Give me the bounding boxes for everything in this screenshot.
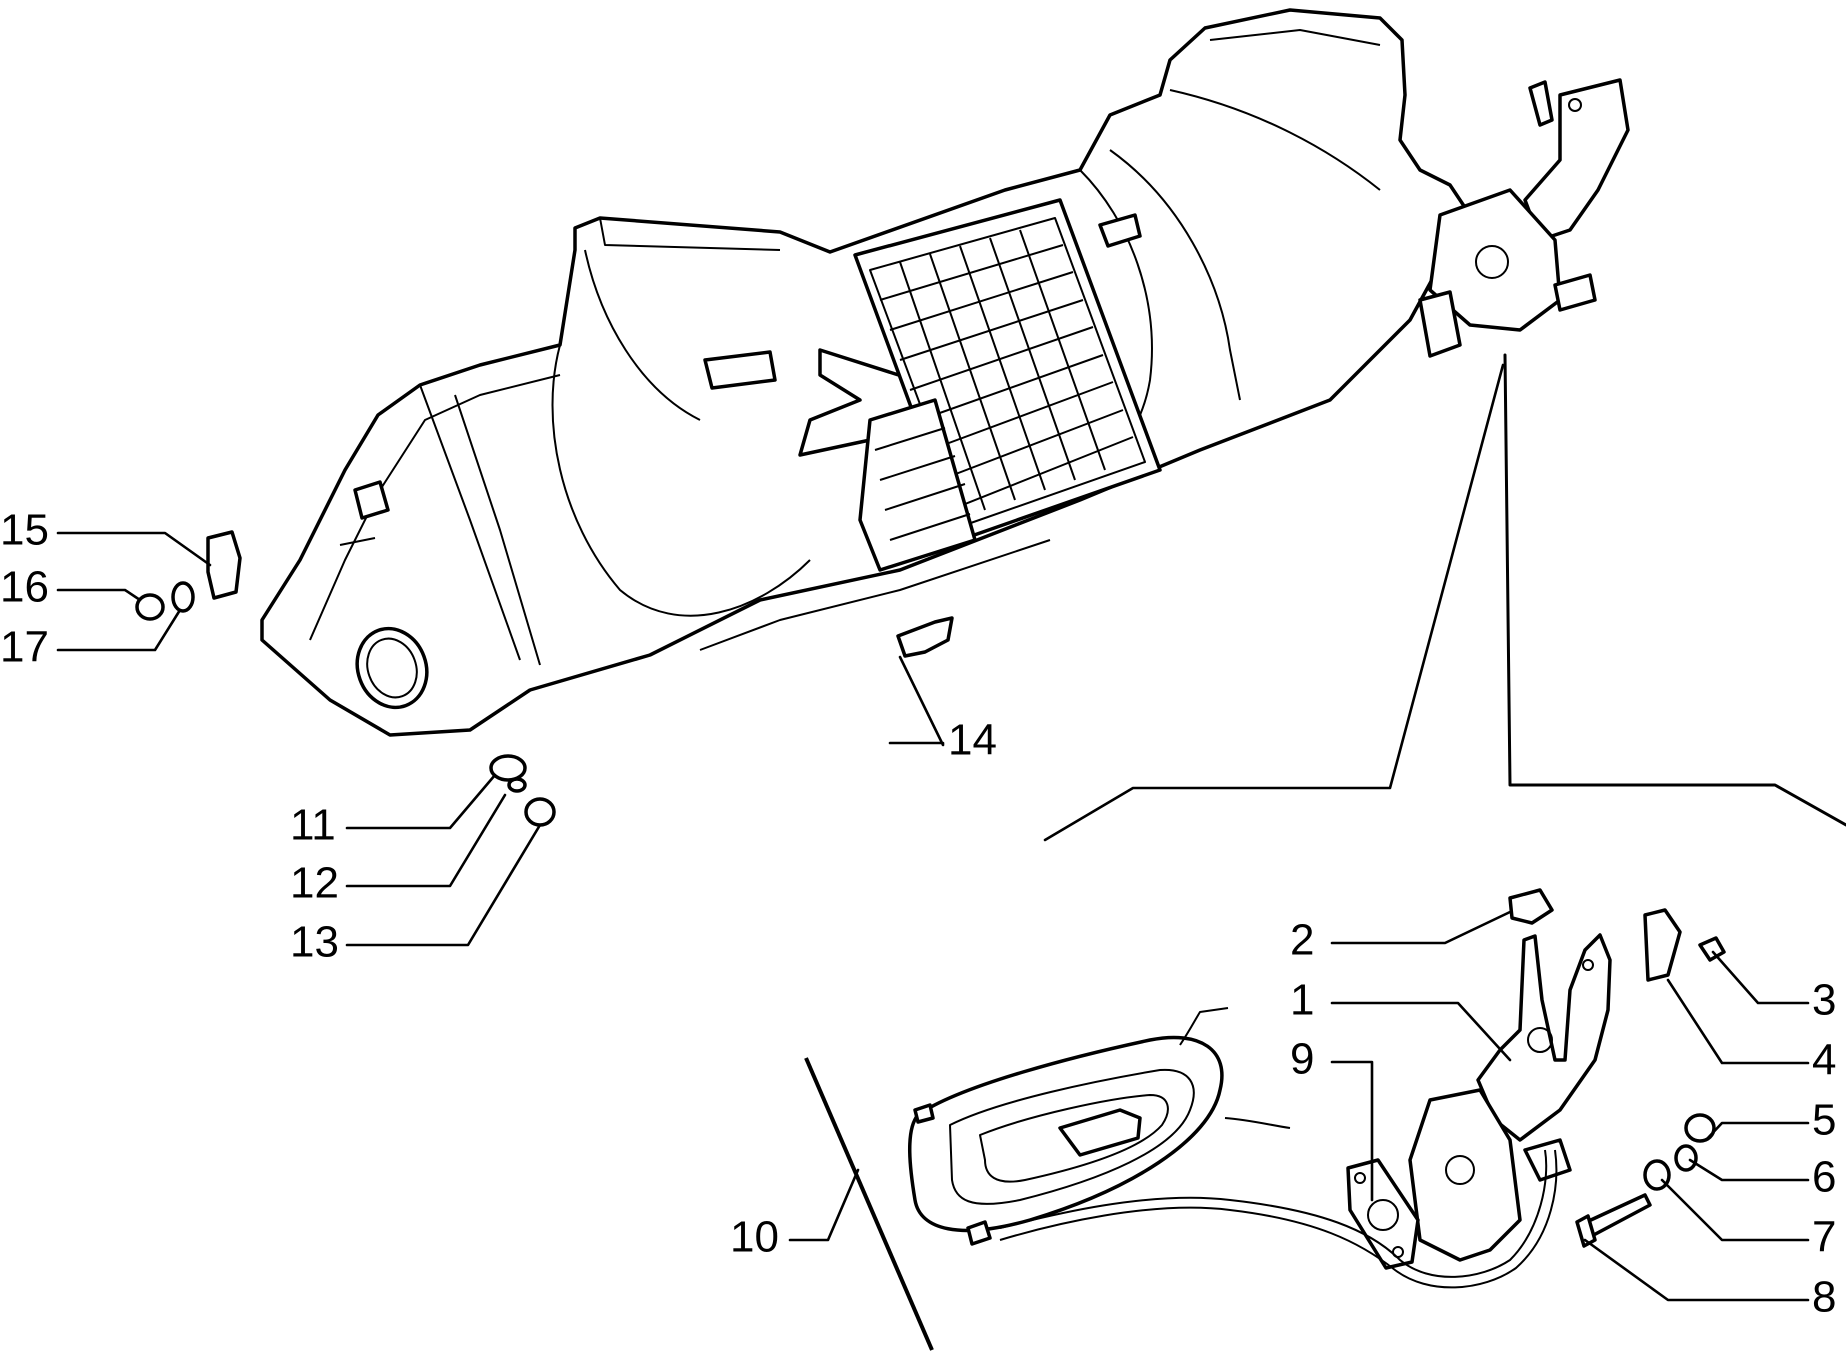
part-6-washer — [1674, 1144, 1698, 1172]
part-10-rod — [804, 1057, 934, 1351]
part-9-gasket — [1346, 1158, 1420, 1270]
callout-1: 1 — [1290, 976, 1314, 1025]
part-12-ring — [507, 777, 527, 793]
callout-3: 3 — [1812, 976, 1836, 1025]
callout-16: 16 — [0, 563, 49, 612]
callout-4: 4 — [1812, 1036, 1836, 1085]
callout-2: 2 — [1290, 916, 1314, 965]
part-2-block — [1508, 888, 1554, 925]
part-14-clip — [896, 616, 954, 658]
callout-9: 9 — [1290, 1035, 1314, 1084]
callout-11: 11 — [290, 801, 336, 850]
part-13-nut — [524, 797, 556, 827]
radiator-grille — [853, 198, 1162, 572]
part-17-washer — [171, 581, 195, 613]
part-4-bracket — [1643, 908, 1682, 982]
valve-exploded-assembly — [804, 888, 1726, 1351]
callout-5: 5 — [1812, 1096, 1836, 1145]
part-15-clip — [206, 530, 242, 600]
callout-13: 13 — [290, 918, 339, 967]
cable-loop-assembly — [908, 1007, 1558, 1289]
callout-15: 15 — [0, 506, 49, 555]
part-1-lever-valve — [1476, 933, 1612, 1142]
callout-10: 10 — [730, 1213, 779, 1262]
callout-6: 6 — [1812, 1153, 1836, 1202]
part-11-washer — [489, 754, 527, 782]
grouping-lines — [1043, 353, 1846, 842]
callout-17: 17 — [0, 623, 49, 672]
callout-labels: 15 16 17 11 12 13 14 2 1 9 10 3 4 5 6 7 … — [0, 506, 1836, 1322]
callout-7: 7 — [1812, 1213, 1836, 1262]
part-3-screw — [1698, 936, 1726, 962]
callout-12: 12 — [290, 859, 339, 908]
leader-lines — [56, 531, 1810, 1302]
callout-14: 14 — [948, 716, 997, 765]
callout-8: 8 — [1812, 1273, 1836, 1322]
part-16-nut — [135, 593, 165, 621]
frame-assembly-drawing — [260, 8, 1630, 737]
part-5-nut — [1684, 1113, 1716, 1143]
body-valve-assembly — [1418, 78, 1630, 358]
